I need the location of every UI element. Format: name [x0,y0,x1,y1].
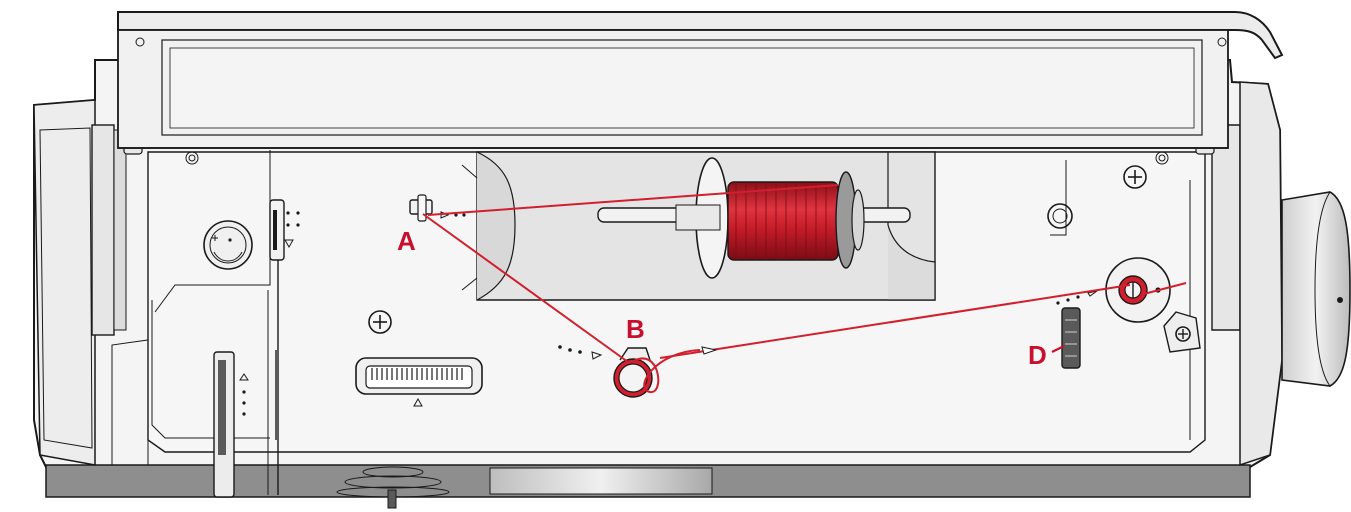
screw-icon [185,151,1169,334]
label-b: B [626,314,645,344]
tension-column [213,199,300,498]
stitch-selector-wheel [355,357,483,407]
handwheel [1281,191,1351,387]
light-cluster [336,466,450,509]
thread-spool [727,171,865,269]
pretension-disc-icon [558,345,653,398]
stitch-dial-icon [203,220,253,270]
thread-path [422,184,1187,393]
label-d: D [1028,340,1047,370]
top-lid [117,11,1284,149]
label-d-leader [1051,345,1065,353]
bobbin-stop-lever-icon [1061,307,1081,369]
right-end-cap [1195,81,1351,467]
bobbin-winder-icon [1056,257,1201,353]
label-a: A [397,226,416,256]
